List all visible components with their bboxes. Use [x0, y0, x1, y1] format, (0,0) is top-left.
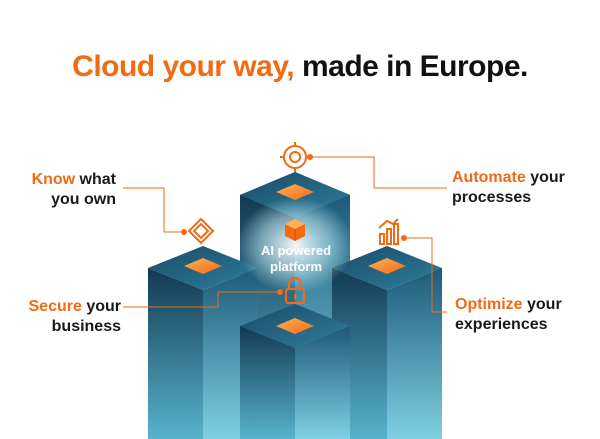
headline-rest: made in Europe. — [294, 50, 528, 83]
padlock-icon — [285, 277, 305, 304]
headline-highlight: Cloud your way, — [72, 50, 295, 83]
ai-line1: AI powered — [260, 243, 332, 258]
ai-line2: platform — [270, 259, 322, 274]
headline: Cloud your way, made in Europe. — [0, 50, 600, 84]
cube-icon — [285, 219, 305, 241]
automate-highlight: Automate — [452, 169, 526, 186]
shield-lock-icon — [187, 217, 215, 245]
label-secure: Secure your business — [5, 297, 122, 337]
optimize-rest: your — [522, 296, 562, 313]
secure-line2: business — [51, 318, 121, 335]
automate-rest: your — [525, 169, 565, 186]
label-know: Know what you own — [10, 170, 116, 210]
know-line2: you own — [51, 191, 116, 208]
bar-chart-icon — [378, 218, 399, 245]
pillar-optimize — [332, 246, 442, 439]
label-automate: Automate your processes — [452, 168, 592, 208]
label-optimize: Optimize your experiences — [455, 295, 595, 335]
know-rest: what — [75, 171, 116, 188]
secure-rest: your — [81, 298, 121, 315]
connector-lines — [123, 156, 447, 313]
optimize-line2: experiences — [455, 316, 548, 333]
ai-platform-label: AI powered platform — [246, 243, 346, 275]
know-highlight: Know — [31, 171, 76, 188]
secure-highlight: Secure — [28, 298, 82, 315]
optimize-highlight: Optimize — [455, 296, 523, 313]
ai-glow — [237, 197, 353, 293]
automate-line2: processes — [452, 189, 532, 206]
gear-cycle-icon — [280, 142, 310, 172]
pillar-secure — [240, 304, 350, 439]
